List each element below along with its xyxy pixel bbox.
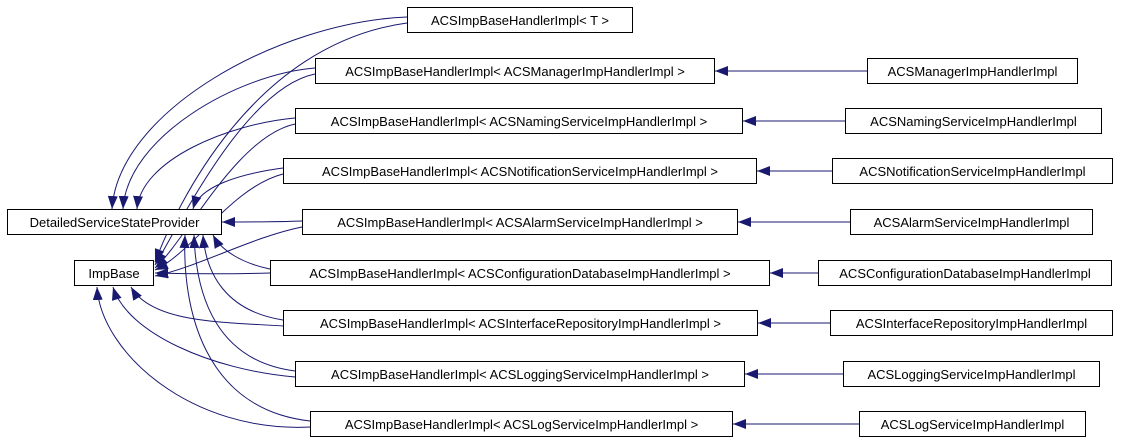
class-node-r9[interactable]: ACSLogServiceImpHandlerImpl: [859, 411, 1086, 437]
class-node-m5[interactable]: ACSImpBaseHandlerImpl< ACSAlarmServiceIm…: [302, 209, 738, 235]
class-node-r6[interactable]: ACSConfigurationDatabaseImpHandlerImpl: [818, 260, 1112, 286]
class-node-m1[interactable]: ACSImpBaseHandlerImpl< T >: [407, 7, 633, 33]
class-node-r2[interactable]: ACSManagerImpHandlerImpl: [867, 58, 1078, 84]
class-node-label: ACSImpBaseHandlerImpl< ACSManagerImpHand…: [345, 63, 685, 79]
inheritance-edge-m5-to-dssp: [221, 216, 303, 227]
class-node-label: ACSImpBaseHandlerImpl< ACSNamingServiceI…: [330, 113, 708, 129]
inheritance-edge-m3-to-impbase: [154, 123, 296, 269]
class-node-r4[interactable]: ACSNotificationServiceImpHandlerImpl: [832, 158, 1113, 184]
class-node-m4[interactable]: ACSImpBaseHandlerImpl< ACSNotificationSe…: [283, 158, 757, 184]
class-node-r8[interactable]: ACSLoggingServiceImpHandlerImpl: [843, 361, 1100, 387]
class-node-m3[interactable]: ACSImpBaseHandlerImpl< ACSNamingServiceI…: [295, 108, 743, 134]
class-node-label: ACSImpBaseHandlerImpl< ACSInterfaceRepos…: [319, 315, 721, 331]
class-node-m2[interactable]: ACSImpBaseHandlerImpl< ACSManagerImpHand…: [315, 58, 715, 84]
inheritance-edge-m3-to-dssp: [133, 117, 296, 210]
inheritance-edge-m4-to-dssp: [191, 167, 284, 210]
class-node-label: ACSImpBaseHandlerImpl< T >: [431, 12, 609, 28]
class-node-m7[interactable]: ACSImpBaseHandlerImpl< ACSInterfaceRepos…: [283, 310, 758, 336]
class-node-label: ACSImpBaseHandlerImpl< ACSLoggingService…: [331, 366, 709, 382]
inheritance-edge-m6-to-dssp: [212, 234, 271, 270]
class-node-label: ACSImpBaseHandlerImpl< ACSAlarmServiceIm…: [337, 214, 703, 230]
class-node-r3[interactable]: ACSNamingServiceImpHandlerImpl: [845, 108, 1102, 134]
inheritance-edge-m9-to-impbase: [92, 286, 311, 428]
class-node-label: ACSImpBaseHandlerImpl< ACSConfigurationD…: [309, 265, 731, 281]
inheritance-edge-m5-to-impbase: [154, 226, 303, 279]
class-node-label: ACSLoggingServiceImpHandlerImpl: [867, 366, 1076, 382]
inheritance-edge-m7-to-dssp: [199, 234, 284, 321]
inheritance-edge-m6-to-impbase: [154, 268, 271, 279]
class-node-dssp[interactable]: DetailedServiceStateProvider: [7, 209, 222, 235]
class-node-m8[interactable]: ACSImpBaseHandlerImpl< ACSLoggingService…: [295, 361, 745, 387]
inheritance-edge-m9-to-dssp: [179, 234, 311, 422]
inheritance-edge-m8-to-dssp: [189, 234, 296, 372]
class-node-label: ACSConfigurationDatabaseImpHandlerImpl: [839, 265, 1091, 281]
class-node-label: ACSNamingServiceImpHandlerImpl: [870, 113, 1077, 129]
inheritance-edge-m7-to-impbase: [130, 286, 284, 327]
class-node-label: ACSImpBaseHandlerImpl< ACSLogServiceImpH…: [344, 416, 699, 432]
class-node-label: ACSAlarmServiceImpHandlerImpl: [873, 214, 1070, 230]
class-node-label: ACSInterfaceRepositoryImpHandlerImpl: [855, 315, 1088, 331]
inheritance-edge-m1-to-dssp: [107, 16, 408, 210]
class-node-label: ACSNotificationServiceImpHandlerImpl: [859, 163, 1086, 179]
inheritance-edge-m2-to-impbase: [154, 73, 316, 266]
class-node-m9[interactable]: ACSImpBaseHandlerImpl< ACSLogServiceImpH…: [310, 411, 733, 437]
class-node-r7[interactable]: ACSInterfaceRepositoryImpHandlerImpl: [830, 310, 1113, 336]
class-node-r5[interactable]: ACSAlarmServiceImpHandlerImpl: [850, 209, 1093, 235]
class-node-label: DetailedServiceStateProvider: [29, 214, 200, 230]
inheritance-edge-m8-to-impbase: [112, 286, 296, 378]
class-node-label: ACSManagerImpHandlerImpl: [887, 63, 1058, 79]
class-node-label: ACSLogServiceImpHandlerImpl: [880, 416, 1065, 432]
class-node-label: ImpBase: [88, 265, 140, 281]
inheritance-edge-m2-to-dssp: [118, 67, 316, 210]
class-node-impbase[interactable]: ImpBase: [74, 260, 154, 286]
class-node-label: ACSImpBaseHandlerImpl< ACSNotificationSe…: [322, 163, 718, 179]
class-node-m6[interactable]: ACSImpBaseHandlerImpl< ACSConfigurationD…: [270, 260, 770, 286]
